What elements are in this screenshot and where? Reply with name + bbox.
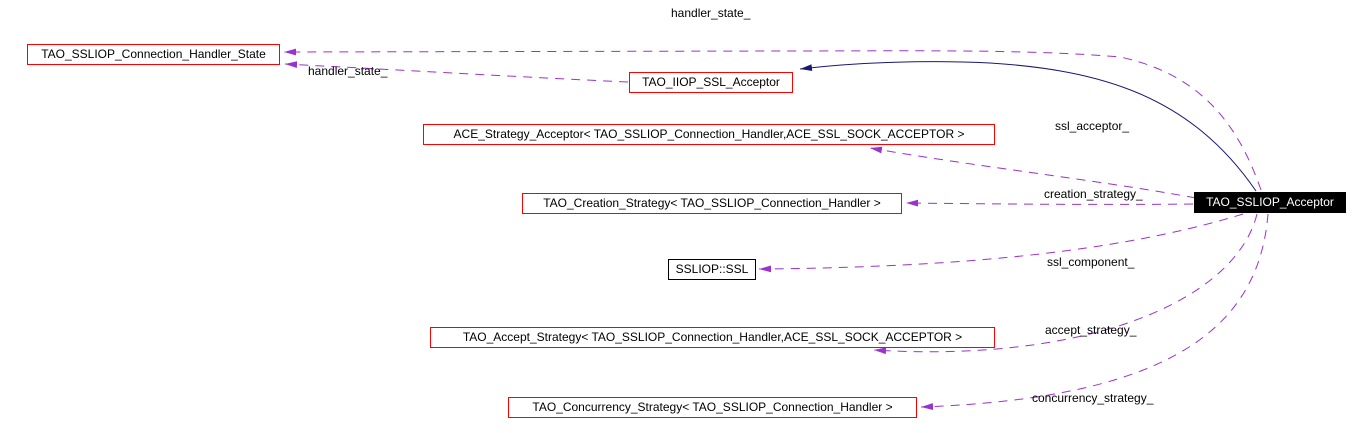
edge-ssl-component xyxy=(758,213,1244,273)
edge-label-accept-strategy: accept_strategy_ xyxy=(1045,323,1137,337)
edge-label-ssl-acceptor: ssl_acceptor_ xyxy=(1055,119,1130,133)
edge-label-concurrency-strategy: concurrency_strategy_ xyxy=(1032,391,1154,405)
edge-ssl-acceptor xyxy=(869,146,1197,199)
node-tao-ssliop-acceptor: TAO_SSLIOP_Acceptor xyxy=(1194,192,1346,213)
edge-handler-state-from-acceptor xyxy=(283,48,1262,191)
edge-concurrency-strategy xyxy=(920,213,1269,410)
edge-label-creation-strategy: creation_strategy_ xyxy=(1044,187,1143,201)
node-ssliop-ssl[interactable]: SSLIOP::SSL xyxy=(668,259,756,280)
edge-accept-strategy xyxy=(873,213,1258,355)
edge-label-ssl-component: ssl_component_ xyxy=(1047,255,1135,269)
edge-label-handler-state-top: handler_state_ xyxy=(671,6,751,20)
edge-label-handler-state-side: handler_state_ xyxy=(308,64,388,78)
edge-creation-strategy xyxy=(905,199,1194,207)
node-tao-creation-strategy[interactable]: TAO_Creation_Strategy< TAO_SSLIOP_Connec… xyxy=(522,193,902,214)
node-ace-strategy-acceptor[interactable]: ACE_Strategy_Acceptor< TAO_SSLIOP_Connec… xyxy=(423,124,995,145)
node-tao-accept-strategy[interactable]: TAO_Accept_Strategy< TAO_SSLIOP_Connecti… xyxy=(430,327,995,348)
node-tao-concurrency-strategy[interactable]: TAO_Concurrency_Strategy< TAO_SSLIOP_Con… xyxy=(508,397,917,418)
node-tao-iiop-ssl-acceptor[interactable]: TAO_IIOP_SSL_Acceptor xyxy=(629,72,793,93)
node-tao-ssliop-connection-handler-state[interactable]: TAO_SSLIOP_Connection_Handler_State xyxy=(27,44,280,65)
edge-inheritance-iiop-ssl-acceptor xyxy=(799,61,1257,192)
